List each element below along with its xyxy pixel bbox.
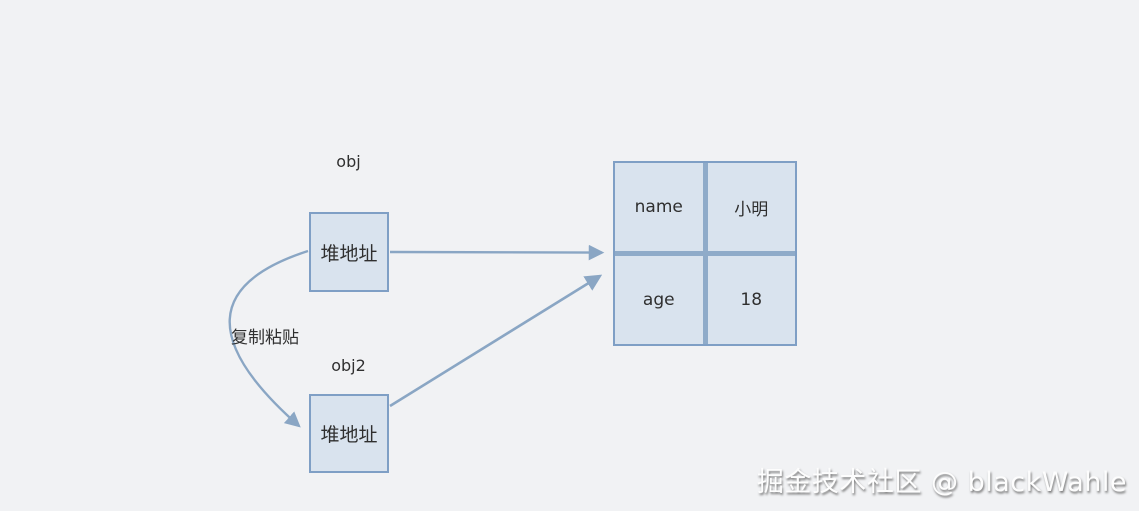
obj1-heap-address-text: 堆地址 [320, 242, 378, 265]
heap-table-cell-age-value: 18 [707, 256, 795, 344]
copy-paste-label: 复制粘贴 [231, 328, 299, 348]
obj2-heap-address-box: 堆地址 [309, 394, 389, 473]
watermark: 掘金技术社区 @ blackWahle [756, 467, 1127, 498]
obj1-heap-address-box: 堆地址 [309, 212, 389, 292]
obj-to-heap-arrow [389, 244, 605, 261]
heap-object-table: name 小明 age 18 [613, 161, 797, 346]
heap-table-cell-name-value: 小明 [707, 163, 795, 251]
heap-table-cell-name-key: name [615, 163, 703, 251]
heap-table-cell-age-key: age [615, 256, 703, 344]
obj1-label: obj [336, 152, 361, 171]
obj2-to-heap-arrow [389, 274, 603, 408]
obj2-heap-address-text: 堆地址 [320, 424, 378, 446]
obj2-label: obj2 [331, 356, 366, 375]
